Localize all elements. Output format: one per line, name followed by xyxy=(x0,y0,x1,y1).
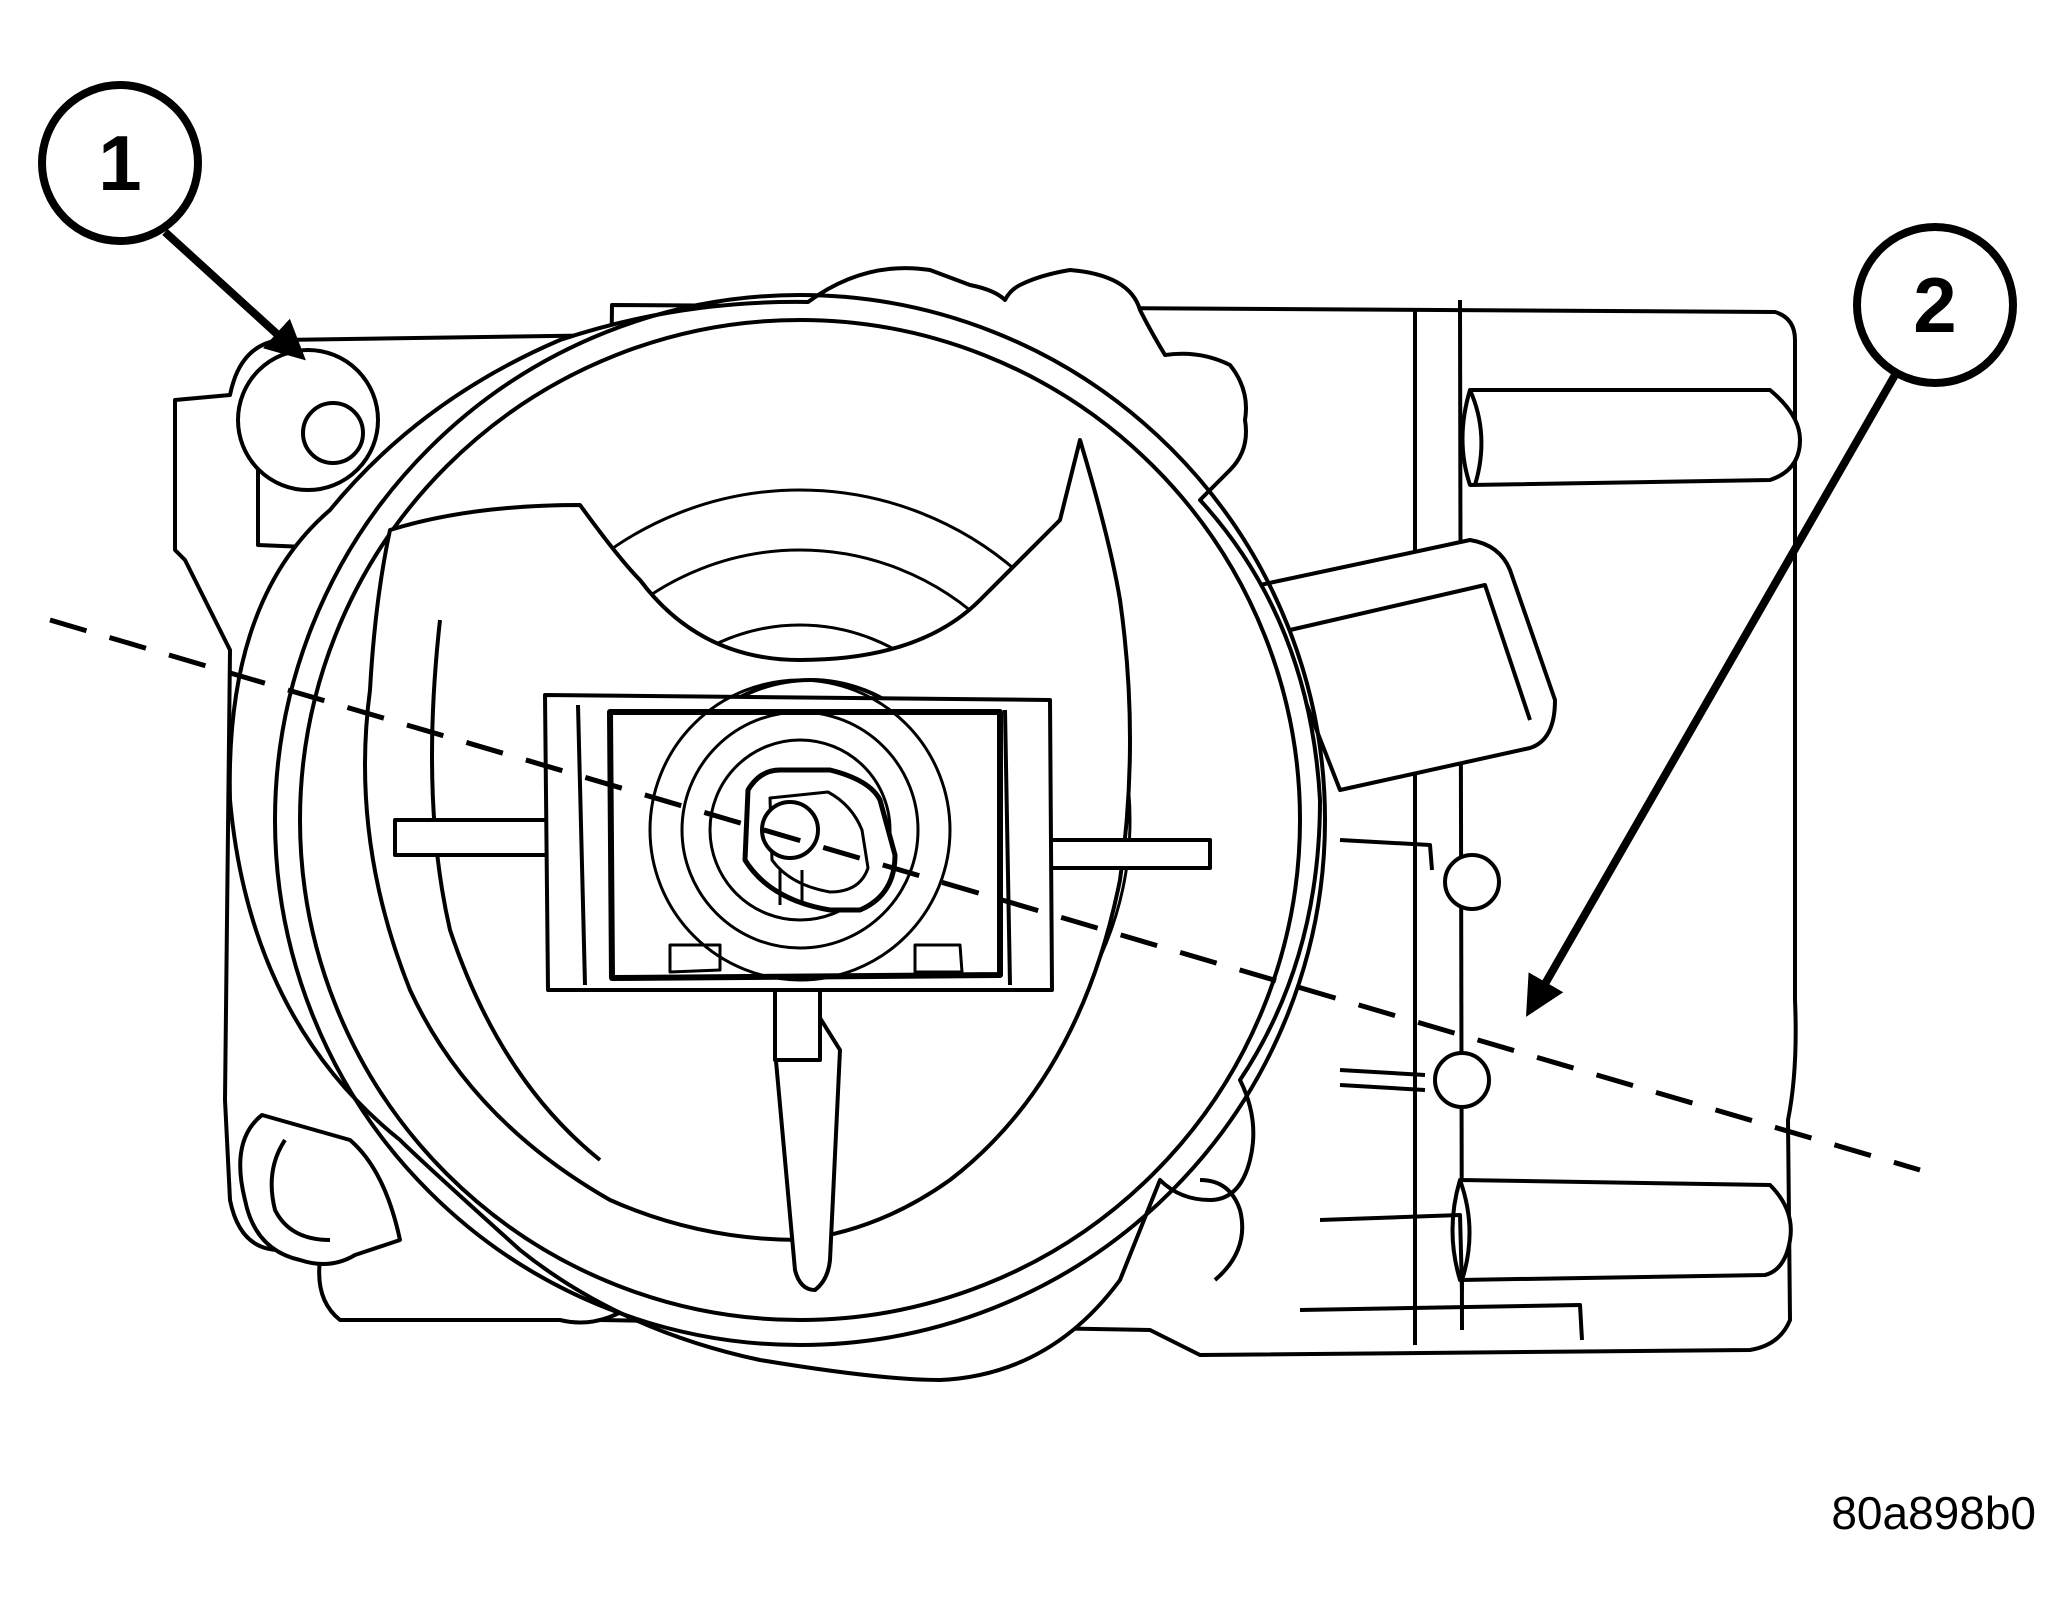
figure-id: 80a898b0 xyxy=(1831,1487,2036,1539)
drive-clip xyxy=(543,678,1054,992)
alignment-pins xyxy=(1199,853,1501,1282)
callout-2-label: 2 xyxy=(1913,261,1956,349)
callout-1-circle xyxy=(38,81,202,245)
axis-dashed-line xyxy=(49,617,1921,1173)
callout-2-circle xyxy=(1853,223,2017,387)
callout-2: 2 xyxy=(1526,223,2017,1017)
callout-1: 1 xyxy=(38,81,306,361)
electrical-connector xyxy=(1258,538,1557,792)
callout-1-label: 1 xyxy=(98,119,141,207)
callout-1-leader-arrow xyxy=(162,229,306,361)
callout-2-leader-arrow xyxy=(1526,373,1899,1017)
